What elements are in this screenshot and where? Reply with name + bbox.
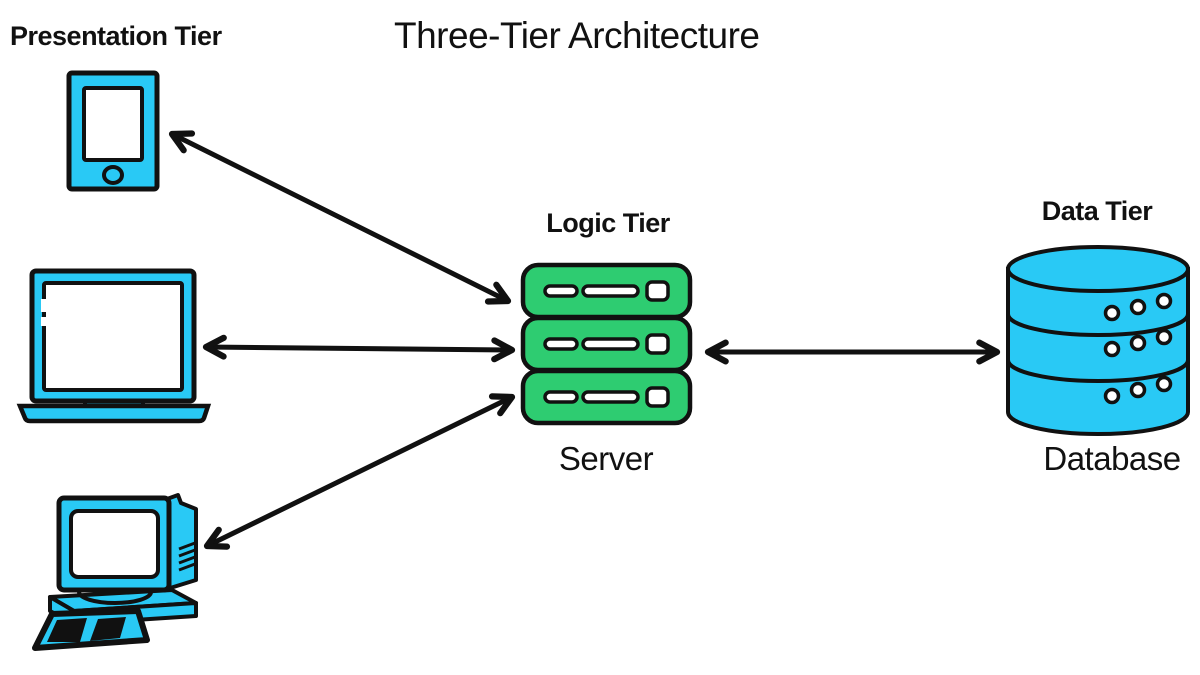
server-slot [581,284,640,298]
laptop-bezel-mark [41,317,46,326]
monitor-vents [178,541,196,572]
desktop-computer-icon [32,493,198,651]
presentation-tier-label: Presentation Tier [10,21,222,51]
server-slot [543,284,579,298]
database-icon [1006,245,1190,436]
server-slot [543,390,579,404]
laptop-bezel-mark [41,299,46,312]
keyboard-keys-left [47,618,87,642]
server-row [520,262,693,320]
database-label: Database [1043,440,1181,477]
server-label: Server [558,440,654,477]
server-led [645,333,670,355]
edge-laptop-server [202,334,516,363]
server-row [520,368,693,426]
data-tier-label: Data Tier [1041,196,1153,226]
server-slot [543,337,579,351]
server-led [645,386,670,408]
laptop-icon [16,268,212,424]
monitor-screen [69,509,160,579]
database-dots [1103,292,1173,405]
keyboard-body [32,608,150,651]
server-slot [581,337,640,351]
laptop-base [16,403,212,424]
server-icon [520,262,693,426]
keyboard-icon [32,608,150,651]
logic-tier-label: Logic Tier [546,208,670,238]
edges [168,130,1001,550]
edge-desktop-server [203,393,516,550]
server-row [520,315,693,373]
laptop-screen [42,281,184,392]
database-top [1006,245,1190,293]
monitor-swivel [77,591,153,605]
tablet-icon [66,70,160,192]
edge-tablet-server [168,130,512,305]
database-divider [1006,359,1190,383]
server-slot [581,390,640,404]
diagram-title: Three-Tier Architecture [394,15,760,56]
tablet-home-button [102,165,124,185]
database-divider [1006,313,1190,337]
keyboard-keys-right [90,617,126,641]
tablet-screen [82,86,144,162]
server-led [645,280,670,302]
